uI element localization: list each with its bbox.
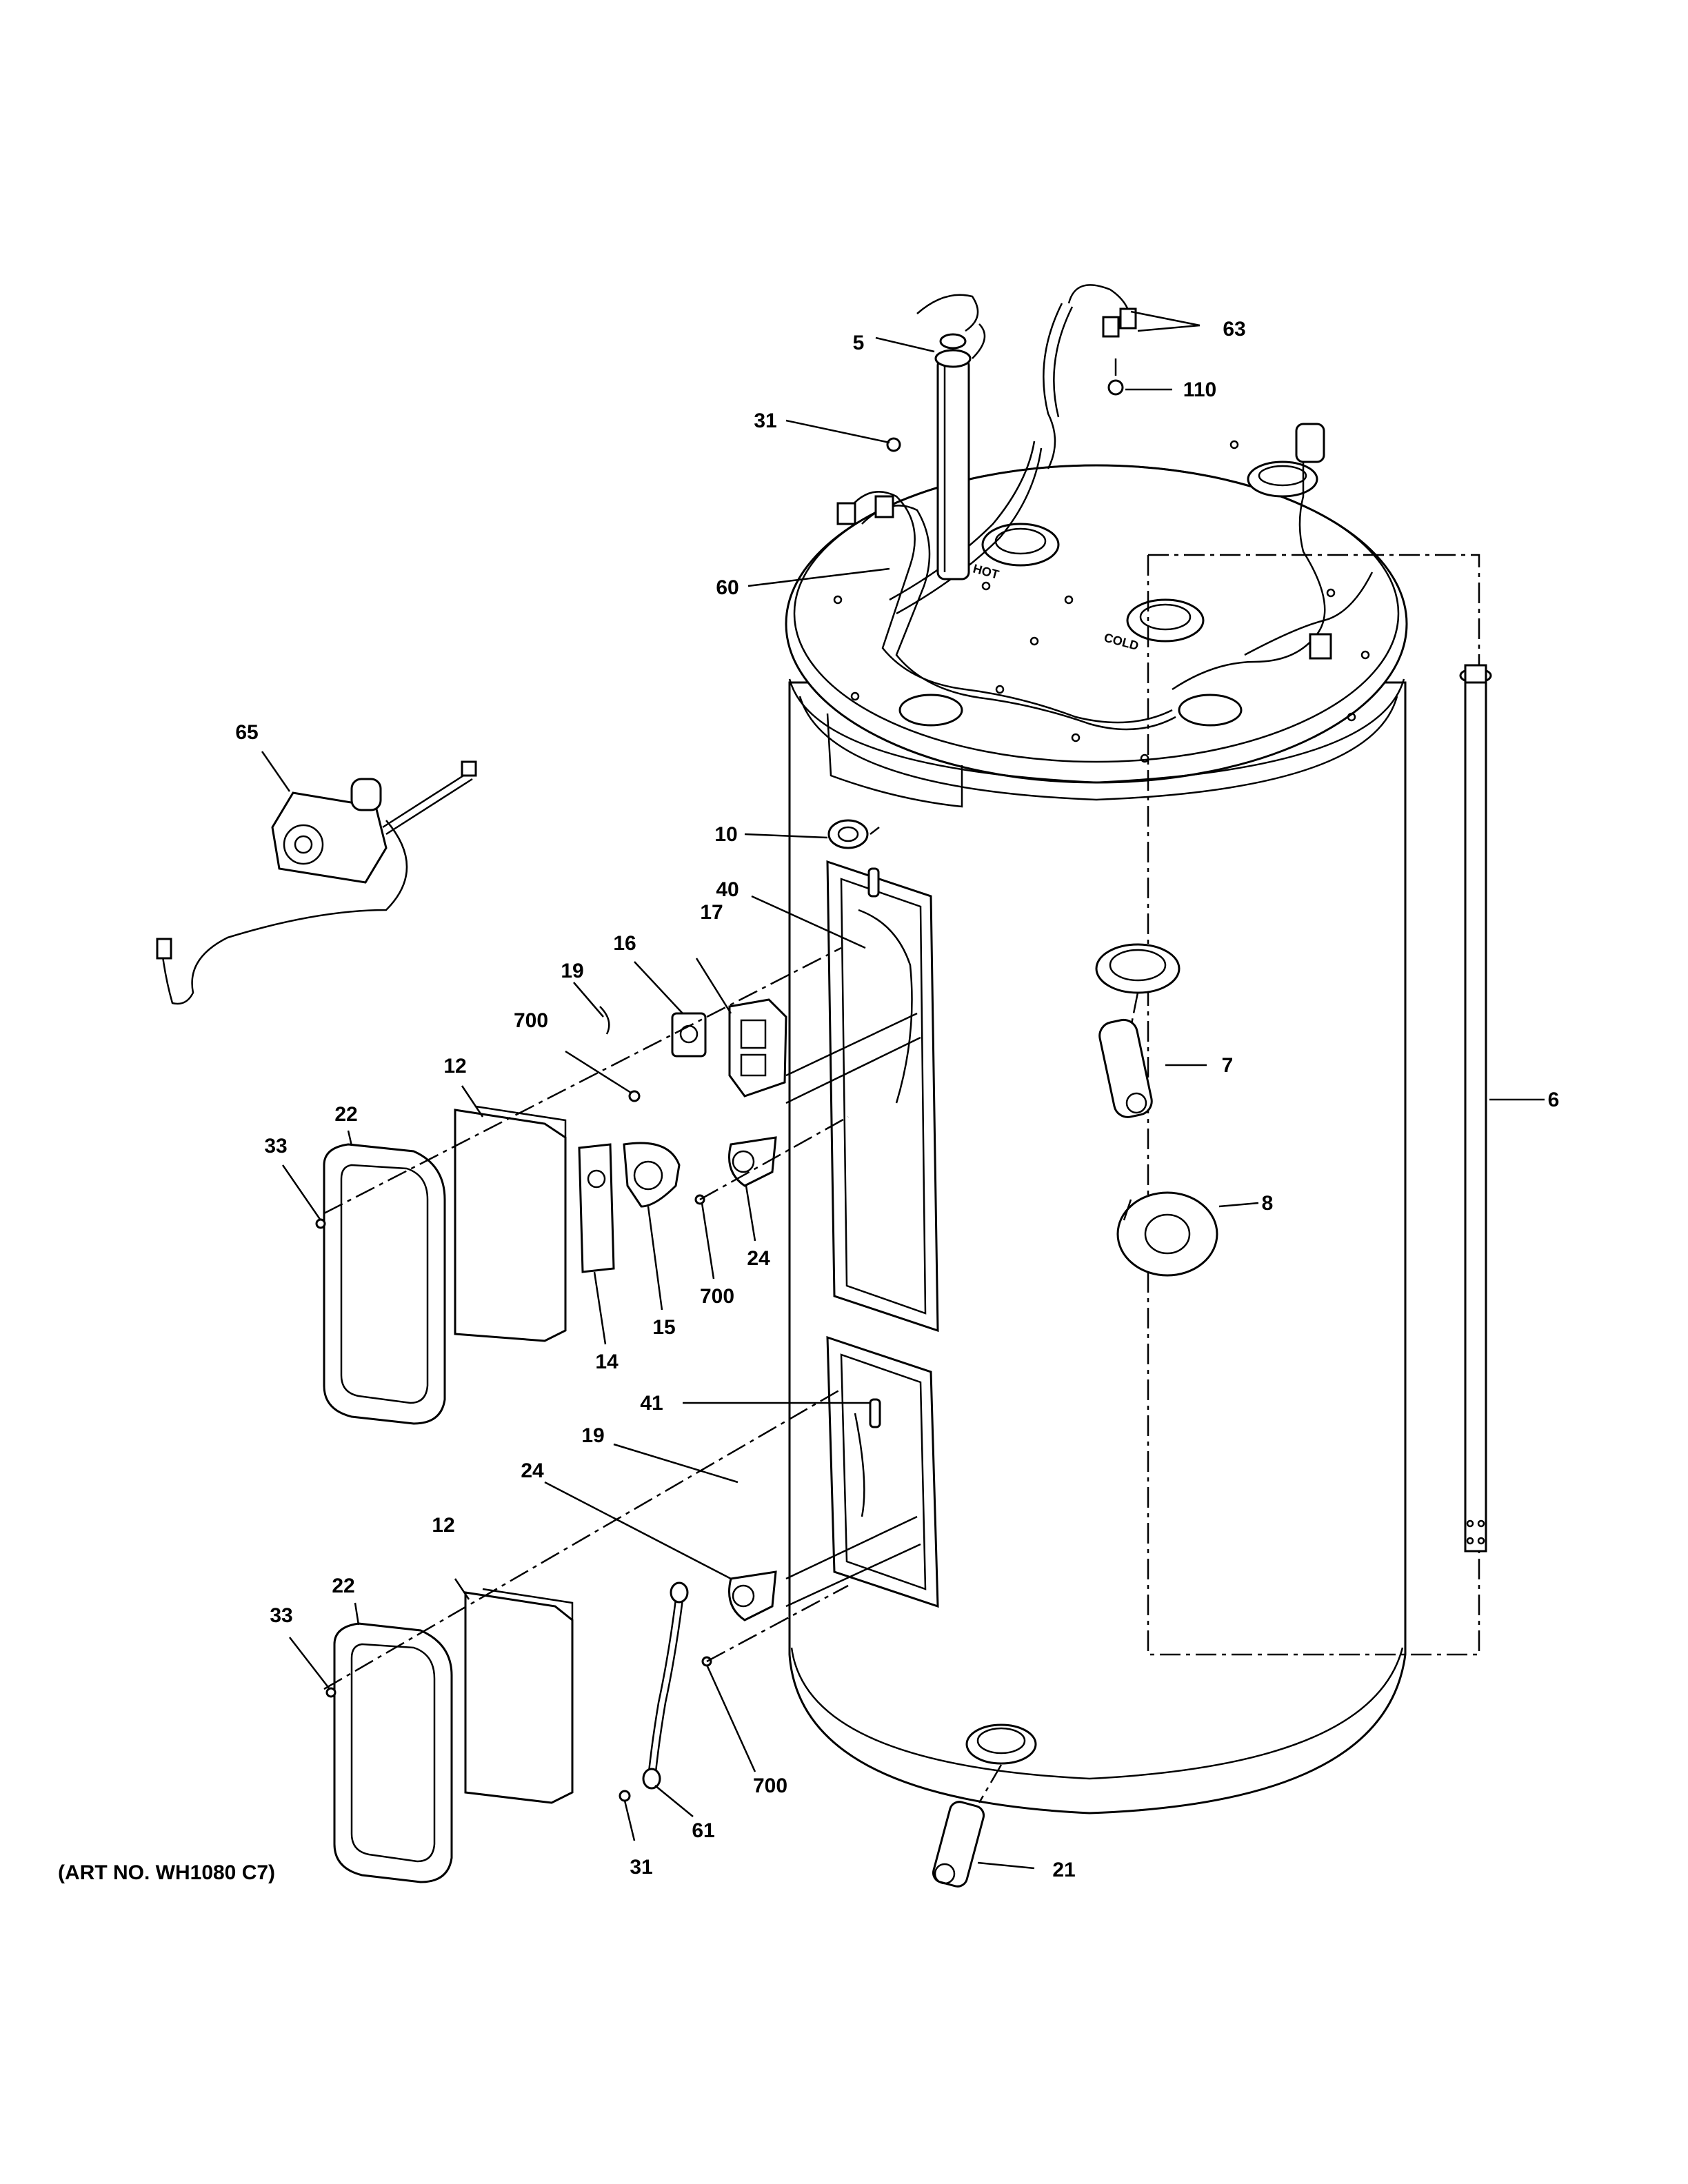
callout-5: 5 (853, 332, 865, 354)
callout-16: 16 (613, 932, 636, 955)
anode-rod-6 (1147, 554, 1492, 1656)
element-thermal-cutoff-5 (934, 333, 972, 580)
lower-element-access (785, 1335, 939, 1608)
art-number-label: (ART NO. WH1080 C7) (58, 1861, 276, 1884)
callout-31-top: 31 (754, 410, 776, 432)
callout-8: 8 (1262, 1192, 1274, 1215)
callout-19-upper: 19 (561, 960, 583, 982)
callout-33-upper: 33 (264, 1135, 287, 1157)
insulation-plug-8 (1116, 1191, 1218, 1277)
callout-12-upper: 12 (443, 1055, 466, 1078)
alignment-lines (323, 947, 1139, 1803)
callout-63: 63 (1223, 318, 1245, 341)
upper-element-access (785, 860, 939, 1333)
callout-60: 60 (716, 576, 738, 599)
upper-element-24 (728, 1136, 777, 1187)
element-gasket-10 (827, 819, 880, 849)
leader-lines (261, 310, 1545, 1870)
wiring-harness (836, 284, 1374, 731)
callout-31-bottom: 31 (630, 1856, 652, 1879)
drain-plug-7 (1095, 943, 1180, 1118)
upper-cover-assembly (315, 1006, 707, 1425)
upper-thermostat-17 (728, 998, 787, 1098)
drain-valve-21 (932, 1723, 1037, 1888)
callout-12-lower: 12 (432, 1514, 454, 1537)
callout-7: 7 (1222, 1054, 1234, 1077)
callout-65: 65 (235, 721, 258, 744)
ground-wire-61 (619, 1581, 689, 1802)
screw-110 (1107, 358, 1124, 396)
callout-14: 14 (595, 1351, 619, 1373)
callout-24-lower: 24 (521, 1459, 544, 1482)
callout-6: 6 (1548, 1089, 1560, 1111)
lower-cover-assembly (325, 1588, 712, 1883)
callout-10: 10 (714, 823, 737, 846)
callout-22-upper: 22 (334, 1103, 357, 1126)
callout-700-upper-right: 700 (700, 1285, 734, 1308)
callout-110: 110 (1183, 378, 1216, 401)
callout-15: 15 (652, 1316, 675, 1339)
callout-33-lower: 33 (270, 1604, 292, 1627)
screw-31-top (886, 437, 901, 452)
callout-700-lower: 700 (753, 1775, 787, 1797)
callout-21: 21 (1052, 1859, 1075, 1881)
callout-61: 61 (692, 1819, 714, 1842)
callout-22-lower: 22 (332, 1575, 354, 1597)
lower-element-24 (728, 1570, 777, 1621)
callout-24-upper: 24 (747, 1247, 770, 1270)
callout-41: 41 (640, 1392, 663, 1415)
callout-19-lower: 19 (581, 1424, 604, 1447)
callout-17: 17 (700, 901, 723, 924)
connector-63 (1102, 307, 1137, 338)
mixing-valve-65 (156, 760, 477, 1005)
callout-40: 40 (716, 878, 738, 901)
callout-700-upper-left: 700 (514, 1009, 548, 1032)
callout-labels: 5 31 60 63 110 65 10 40 17 16 19 700 12 … (235, 318, 1559, 1881)
